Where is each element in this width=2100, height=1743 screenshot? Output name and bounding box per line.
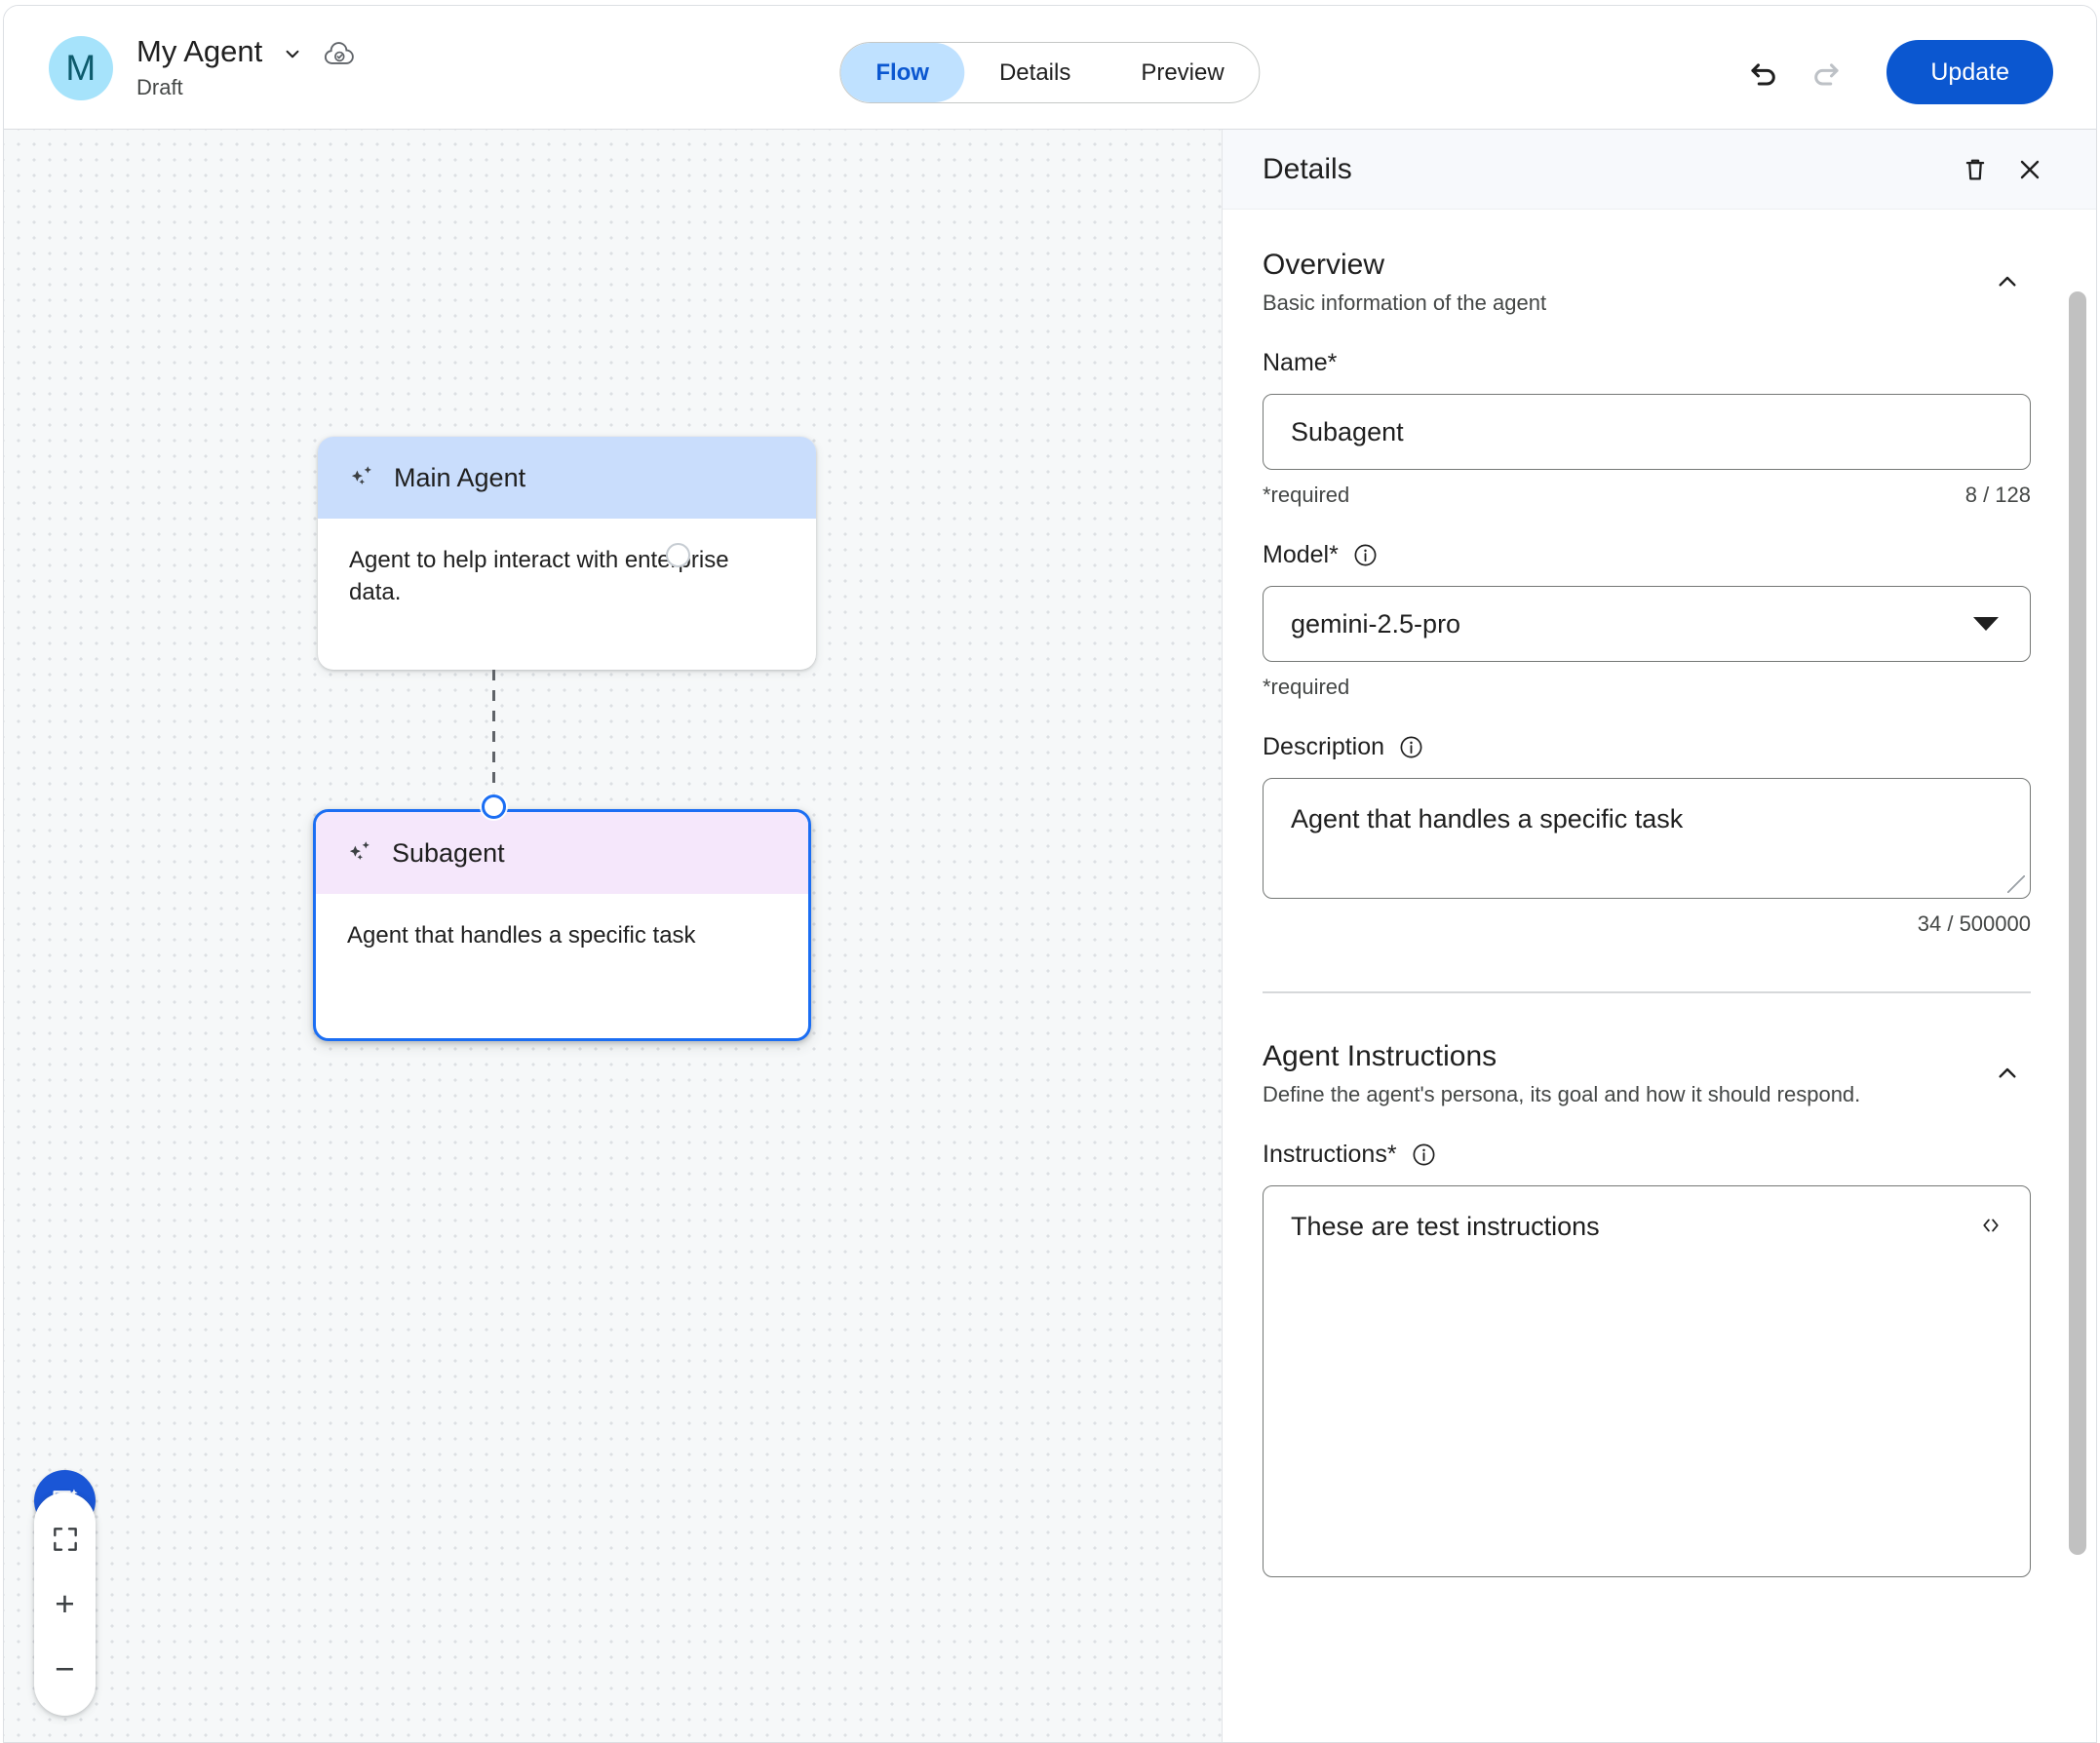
fit-screen-icon[interactable]: [34, 1506, 96, 1571]
flow-node-header: Main Agent: [318, 437, 816, 519]
flow-node-subagent[interactable]: Subagent Agent that handles a specific t…: [313, 809, 811, 1041]
instructions-label: Instructions*: [1263, 1141, 2031, 1169]
tab-details[interactable]: Details: [998, 58, 1071, 86]
model-select[interactable]: gemini-2.5-pro: [1263, 586, 2031, 662]
flow-node-description: Agent to help interact with enterprise d…: [349, 547, 729, 606]
close-icon[interactable]: [2003, 142, 2057, 197]
cloud-saved-icon: [323, 37, 356, 70]
name-input-value: Subagent: [1291, 416, 1404, 446]
description-textarea[interactable]: Agent that handles a specific task: [1263, 778, 2031, 899]
name-required-note: *required: [1263, 483, 1350, 507]
model-label: Model*: [1263, 541, 2031, 569]
panel-scrollbar-thumb[interactable]: [2069, 291, 2086, 1555]
description-label: Description: [1263, 733, 2031, 761]
page-title: My Agent: [136, 34, 263, 68]
chevron-up-icon[interactable]: [1984, 258, 2031, 305]
section-title: Agent Instructions: [1263, 1040, 1497, 1072]
flow-node-title: Subagent: [392, 837, 505, 868]
flow-node-main-agent[interactable]: Main Agent Agent to help interact with e…: [318, 437, 816, 670]
flow-node-title: Main Agent: [394, 462, 526, 492]
model-required-note: *required: [1263, 675, 1350, 699]
field-name: Name* Subagent *required 8 / 128: [1263, 349, 2031, 508]
flow-node-description: Agent that handles a specific task: [347, 922, 696, 949]
trash-icon[interactable]: [1948, 142, 2003, 197]
section-subtitle: Basic information of the agent: [1263, 290, 1547, 315]
node-input-handle[interactable]: [482, 794, 506, 819]
flow-edge: [492, 670, 495, 808]
instructions-value: These are test instructions: [1291, 1212, 1600, 1241]
description-helper-row: 34 / 500000: [1263, 911, 2031, 937]
name-input[interactable]: Subagent: [1263, 394, 2031, 470]
name-label: Name*: [1263, 349, 1338, 376]
top-bar: M My Agent Draft: [4, 6, 2096, 130]
description-counter: 34 / 500000: [1917, 911, 2031, 936]
tab-preview[interactable]: Preview: [1141, 58, 1225, 86]
model-select-value: gemini-2.5-pro: [1291, 608, 1461, 639]
flow-node-header: Subagent: [316, 812, 808, 894]
top-actions: Update: [1732, 40, 2053, 104]
view-tabs: Flow Details Preview: [839, 42, 1261, 103]
node-output-handle[interactable]: [666, 543, 690, 567]
section-subtitle: Define the agent's persona, its goal and…: [1263, 1082, 1861, 1106]
resize-handle[interactable]: [2007, 875, 2025, 893]
instructions-textarea[interactable]: These are test instructions: [1263, 1185, 2031, 1577]
details-panel-title: Details: [1263, 152, 1352, 185]
chevron-down-icon[interactable]: [280, 41, 305, 66]
description-value: Agent that handles a specific task: [1291, 804, 1684, 833]
code-brackets-icon[interactable]: [1977, 1212, 2004, 1246]
zoom-controls: + −: [34, 1492, 96, 1716]
section-title: Overview: [1263, 249, 1385, 281]
avatar: M: [49, 35, 113, 100]
chevron-up-icon[interactable]: [1984, 1050, 2031, 1097]
name-helper-row: *required 8 / 128: [1263, 483, 2031, 508]
tab-flow[interactable]: Flow: [840, 43, 964, 102]
info-icon[interactable]: [1352, 542, 1379, 568]
app-body: Main Agent Agent to help interact with e…: [4, 130, 2096, 1742]
name-counter: 8 / 128: [1964, 483, 2031, 507]
zoom-in-button[interactable]: +: [55, 1585, 75, 1623]
section-divider: [1263, 991, 2031, 993]
zoom-out-button[interactable]: −: [55, 1650, 75, 1688]
panel-scrollbar[interactable]: [2067, 291, 2088, 1742]
update-button[interactable]: Update: [1886, 40, 2053, 104]
status-badge: Draft: [136, 75, 183, 100]
model-helper-row: *required: [1263, 675, 2031, 700]
details-panel-scroll-area[interactable]: Overview Basic information of the agent …: [1223, 210, 2096, 1742]
app-window: M My Agent Draft: [3, 5, 2097, 1743]
info-icon[interactable]: [1398, 734, 1424, 760]
field-instructions: Instructions* These are test instructio: [1263, 1141, 2031, 1577]
sparkle-icon: [347, 838, 376, 868]
caret-down-icon: [1973, 617, 1999, 631]
sparkle-icon: [349, 463, 378, 492]
agent-identity: M My Agent Draft: [49, 34, 356, 100]
undo-button[interactable]: [1732, 41, 1795, 103]
section-agent-instructions-header: Agent Instructions Define the agent's pe…: [1263, 1040, 2031, 1107]
flow-canvas[interactable]: Main Agent Agent to help interact with e…: [4, 130, 1222, 1742]
field-model: Model* gemini-2.5-pro: [1263, 541, 2031, 700]
redo-button[interactable]: [1795, 41, 1857, 103]
details-panel: Details Overview: [1222, 130, 2096, 1742]
details-panel-header: Details: [1223, 130, 2096, 210]
info-icon[interactable]: [1411, 1142, 1437, 1168]
field-description: Description Agent that handles a specif: [1263, 733, 2031, 937]
section-overview-header: Overview Basic information of the agent: [1263, 249, 2031, 316]
